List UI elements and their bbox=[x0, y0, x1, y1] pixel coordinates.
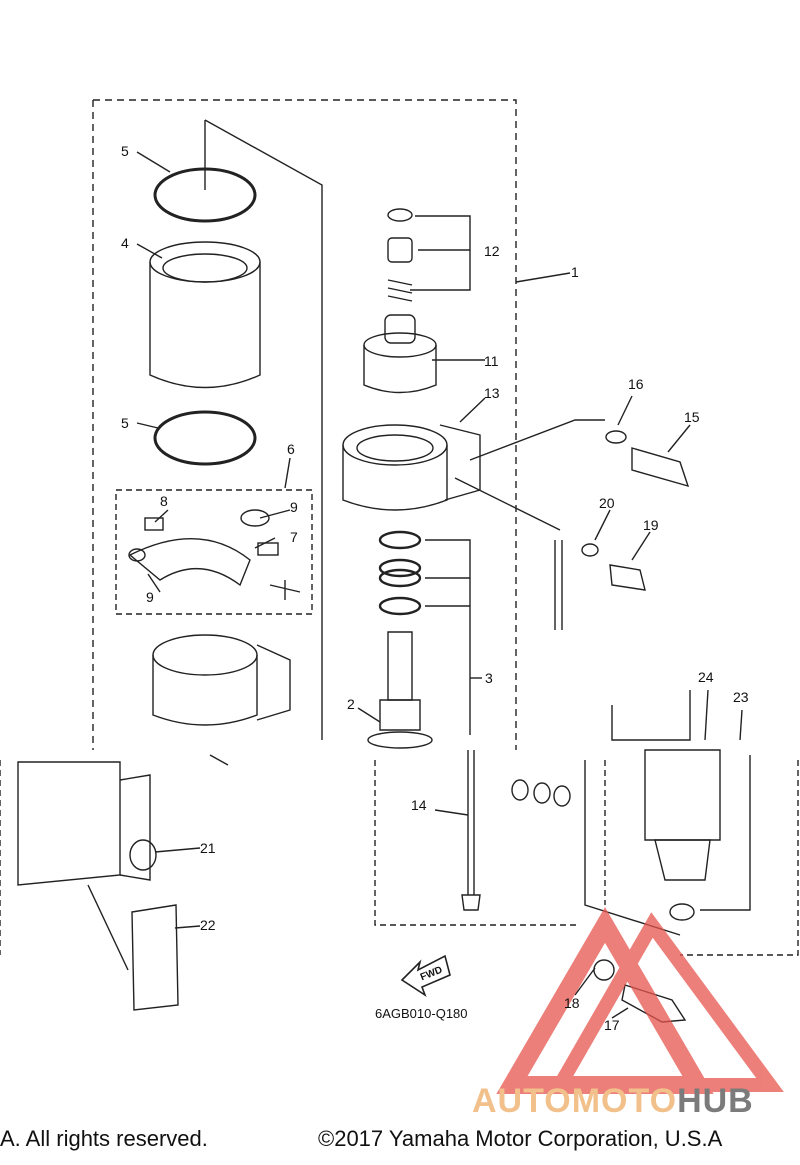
callout-13: 13 bbox=[484, 385, 500, 401]
callout-24: 24 bbox=[698, 669, 714, 685]
callout-5b: 5 bbox=[121, 415, 129, 431]
callout-18: 18 bbox=[564, 995, 580, 1011]
callout-6: 6 bbox=[287, 441, 295, 457]
callout-3: 3 bbox=[485, 670, 493, 686]
callout-19: 19 bbox=[643, 517, 659, 533]
callout-11: 11 bbox=[484, 353, 499, 369]
callout-16: 16 bbox=[628, 376, 644, 392]
copyright-right: ©2017 Yamaha Motor Corporation, U.S.A bbox=[318, 1126, 723, 1151]
callout-5a: 5 bbox=[121, 143, 129, 159]
part-code: 6AGB010-Q180 bbox=[375, 1006, 468, 1021]
assembly-box-1 bbox=[92, 99, 517, 750]
fwd-arrow-icon: FWD bbox=[400, 954, 451, 998]
callout-14: 14 bbox=[411, 797, 427, 813]
callout-4: 4 bbox=[121, 235, 129, 251]
callout-21: 21 bbox=[200, 840, 216, 856]
callout-8: 8 bbox=[160, 493, 168, 509]
callout-22: 22 bbox=[200, 917, 216, 933]
callout-12: 12 bbox=[484, 243, 500, 259]
watermark-logo: AUTOMOTOHUB bbox=[472, 1082, 754, 1121]
callout-1: 1 bbox=[571, 264, 579, 280]
callout-9b: 9 bbox=[146, 589, 154, 605]
callout-15: 15 bbox=[684, 409, 700, 425]
lower-box-left bbox=[0, 760, 580, 955]
copyright-left: A. All rights reserved. bbox=[0, 1126, 208, 1151]
callout-9a: 9 bbox=[290, 499, 298, 515]
callout-7: 7 bbox=[290, 529, 298, 545]
watermark-triangle-icon bbox=[496, 907, 784, 1094]
lower-box-right bbox=[604, 760, 799, 956]
logo-text-2: HUB bbox=[677, 1082, 754, 1120]
callout-20: 20 bbox=[599, 495, 615, 511]
callout-2: 2 bbox=[347, 696, 355, 712]
logo-text-1: AUTOMOTO bbox=[472, 1082, 678, 1120]
callout-23: 23 bbox=[733, 689, 749, 705]
callout-17: 17 bbox=[604, 1017, 620, 1033]
